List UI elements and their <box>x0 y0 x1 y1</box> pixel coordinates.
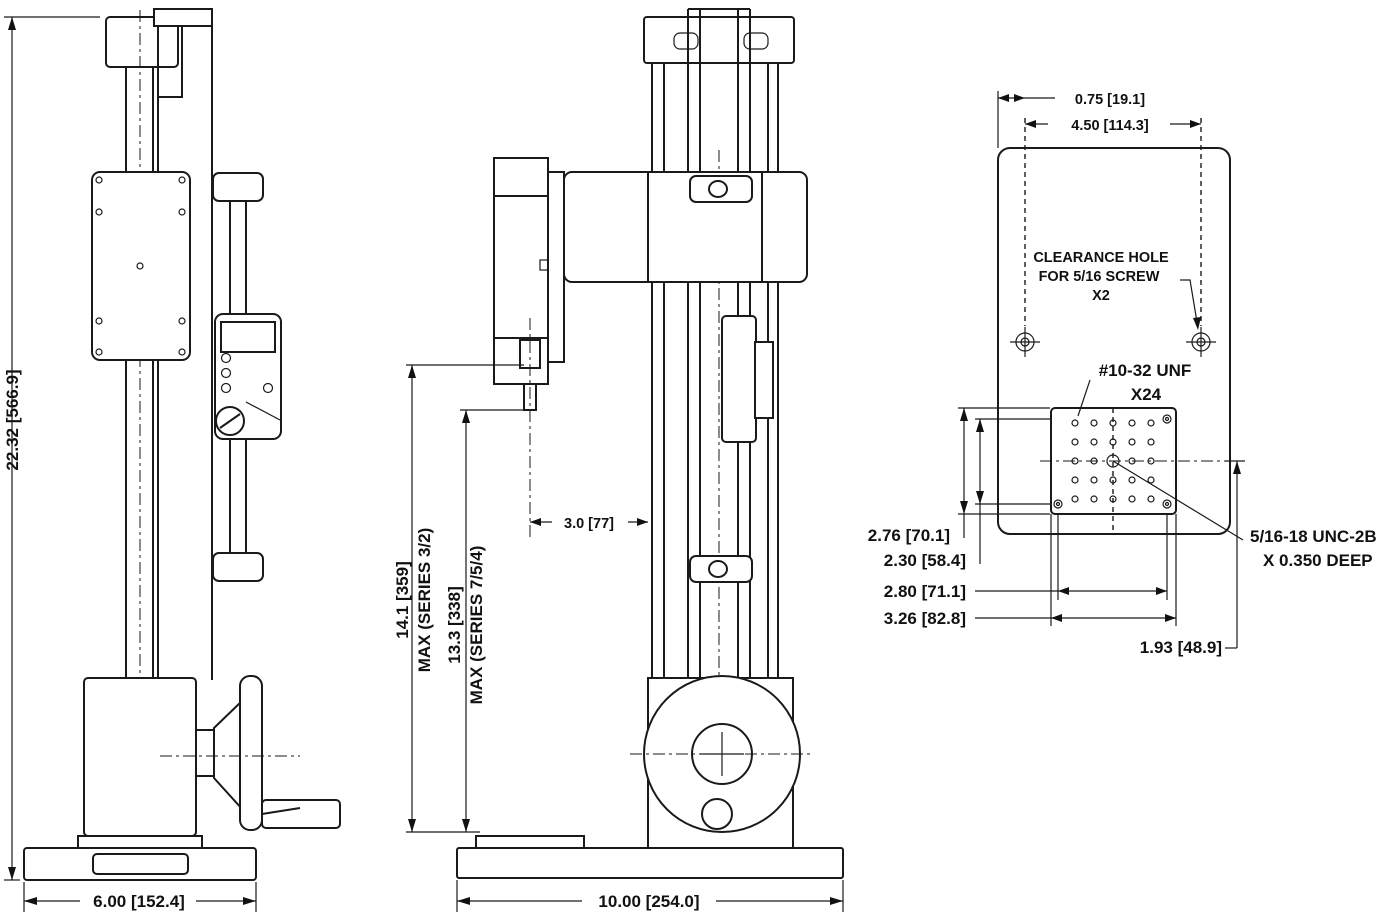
side-view-dimensions: 22.32 [566.9] 6.00 [152.4] <box>3 16 257 912</box>
dim-travel-754-line2: MAX (SERIES 7/5/4) <box>467 546 486 705</box>
threaded-hole <box>1090 495 1098 503</box>
callout-center-thread-1: 5/16-18 UNC-2B <box>1250 527 1377 546</box>
callout-clearance-2: FOR 5/16 SCREW <box>1039 269 1160 285</box>
dim-plate-hole-offset: 0.75 [19.1] <box>1075 92 1145 108</box>
callout-clearance-3: X2 <box>1092 288 1110 304</box>
threaded-hole <box>1090 476 1098 484</box>
threaded-hole <box>1071 476 1079 484</box>
threaded-hole <box>1109 419 1117 427</box>
threaded-hole <box>1128 495 1136 503</box>
front-view <box>456 8 844 879</box>
dim-grid-height-outer: 2.76 [70.1] <box>868 526 950 545</box>
threaded-hole <box>1090 419 1098 427</box>
dim-grid-width-outer: 3.26 [82.8] <box>884 609 966 628</box>
dim-overall-height: 22.32 [566.9] <box>3 369 22 470</box>
threaded-hole <box>1090 457 1098 465</box>
dim-plate-hole-spacing: 4.50 [114.3] <box>1071 118 1149 134</box>
threaded-hole <box>1147 495 1155 503</box>
threaded-hole <box>1128 476 1136 484</box>
callout-center-thread-2: X 0.350 DEEP <box>1263 551 1373 570</box>
dim-travel-32-line1: 14.1 [359] <box>393 561 412 639</box>
dim-grid-height-inner: 2.30 [58.4] <box>884 551 966 570</box>
threaded-hole <box>1071 438 1079 446</box>
threaded-hole <box>1109 495 1117 503</box>
dim-grid-center-offset: 1.93 [48.9] <box>1140 638 1222 657</box>
threaded-hole-grid <box>1071 419 1155 503</box>
dim-base-width-side: 6.00 [152.4] <box>93 892 185 911</box>
threaded-hole <box>1128 438 1136 446</box>
threaded-hole <box>1128 419 1136 427</box>
threaded-hole <box>1147 438 1155 446</box>
plate-dimensions: 0.75 [19.1] 4.50 [114.3] CLEARANCE HOLE … <box>868 91 1377 657</box>
dim-travel-754-line1: 13.3 [338] <box>445 586 464 664</box>
dim-throat-depth: 3.0 [77] <box>564 516 614 532</box>
callout-threaded-1: #10-32 UNF <box>1099 361 1192 380</box>
side-view <box>23 8 341 881</box>
front-view-dimensions: 14.1 [359] MAX (SERIES 3/2) 13.3 [338] M… <box>393 364 844 912</box>
threaded-hole <box>1090 438 1098 446</box>
threaded-hole <box>1071 495 1079 503</box>
callout-clearance-1: CLEARANCE HOLE <box>1033 250 1169 266</box>
threaded-hole <box>1128 457 1136 465</box>
threaded-hole <box>1147 476 1155 484</box>
threaded-hole <box>1147 419 1155 427</box>
callout-threaded-2: X24 <box>1131 385 1162 404</box>
dim-grid-width-inner: 2.80 [71.1] <box>884 582 966 601</box>
mounting-plate-view <box>997 118 1245 541</box>
threaded-hole <box>1109 438 1117 446</box>
threaded-hole <box>1147 457 1155 465</box>
dim-travel-32-line2: MAX (SERIES 3/2) <box>415 528 434 673</box>
threaded-hole <box>1071 457 1079 465</box>
dim-base-width-front: 10.00 [254.0] <box>598 892 699 911</box>
threaded-hole <box>1071 419 1079 427</box>
threaded-hole <box>1109 476 1117 484</box>
